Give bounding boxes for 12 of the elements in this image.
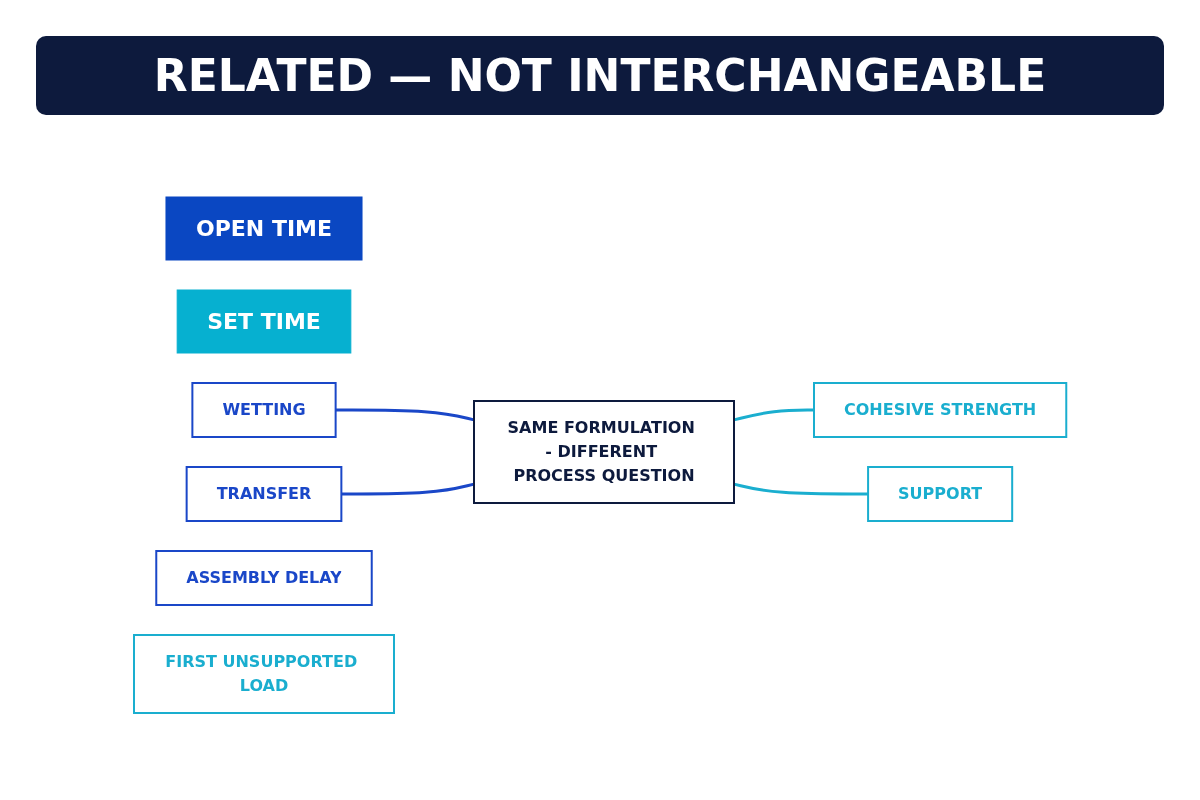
node-box: SET TIME [176, 289, 352, 354]
node-box: ASSEMBLY DELAY [155, 550, 373, 606]
node-box: SUPPORT [866, 466, 1014, 522]
node-box: OPEN TIME [165, 196, 363, 261]
node-box: COHESIVE STRENGTH [812, 382, 1068, 438]
connector [733, 482, 868, 496]
node-box: SAME FORMULATION - DIFFERENT PROCESS QUESTION [472, 400, 735, 504]
node-box: WETTING [191, 382, 337, 438]
node-box: TRANSFER [185, 466, 343, 522]
title-banner: RELATED — NOT INTERCHANGEABLE [36, 36, 1164, 115]
connector [733, 408, 814, 422]
node-box: FIRST UNSUPPORTED LOAD [132, 634, 395, 714]
